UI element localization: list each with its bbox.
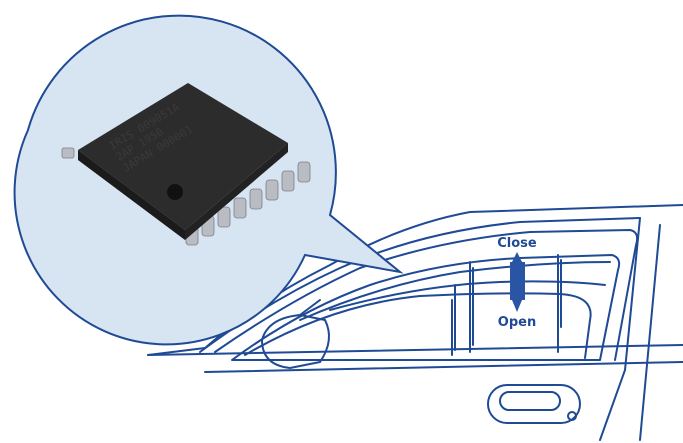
ic-chip: IRIS 009051A 2AP 1950 JAPAN 000001 (61, 83, 311, 246)
open-label: Open (498, 315, 536, 330)
car-door-illustration (147, 204, 683, 441)
window-direction-arrow (510, 252, 525, 312)
close-label: Close (497, 236, 537, 251)
